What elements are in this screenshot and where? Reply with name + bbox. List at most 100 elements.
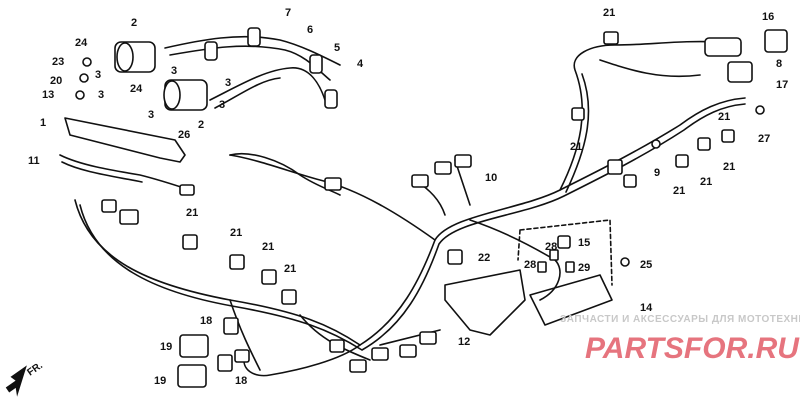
callout-9: 9 (654, 167, 660, 179)
callout-6: 6 (307, 24, 313, 36)
callout-21d: 21 (700, 176, 712, 188)
screw-25 (620, 257, 630, 267)
callout-20: 20 (50, 75, 62, 87)
callout-1: 1 (40, 117, 46, 129)
connector-21-d (281, 289, 297, 305)
bracket-12 (444, 269, 526, 336)
callout-21g: 21 (230, 227, 242, 239)
callout-3d: 3 (98, 89, 104, 101)
callout-24b: 24 (130, 83, 143, 95)
connector-bottom-4 (419, 331, 437, 345)
callout-23: 23 (52, 56, 64, 68)
callout-21b: 21 (570, 141, 582, 153)
connector-bottom-5 (329, 339, 345, 353)
callout-28b: 28 (524, 259, 536, 271)
direction-marker-text: FR. (25, 360, 45, 378)
callout-12: 12 (458, 336, 470, 348)
callout-21f: 21 (186, 207, 198, 219)
connector-bottom-1 (349, 359, 367, 373)
callout-8: 8 (776, 58, 782, 70)
connector-main-4 (434, 161, 452, 175)
ignition-coil-upper-cap (116, 42, 134, 72)
connector-left-3 (179, 184, 195, 196)
connector-main-6 (623, 174, 637, 188)
connector-21-f (571, 107, 585, 121)
clip-9 (651, 139, 661, 149)
callout-18a: 18 (200, 315, 212, 327)
callout-21c: 21 (673, 185, 685, 197)
watermark-brand: PARTSFOR.RU (585, 332, 800, 365)
callout-3f: 3 (225, 77, 231, 89)
connector-21-b (229, 254, 245, 270)
plug-cap-3 (247, 27, 261, 47)
connector-main-1 (324, 177, 342, 191)
connector-21-h (697, 137, 711, 151)
callout-21i: 21 (284, 263, 296, 275)
plug-cap-1 (324, 89, 338, 109)
callout-5: 5 (334, 42, 340, 54)
callout-3e: 3 (148, 109, 154, 121)
sub-harness-11b (61, 161, 143, 183)
plug-wire-3 (209, 67, 326, 101)
relay-8 (727, 61, 753, 83)
connector-bottom-3 (399, 344, 417, 358)
callout-3a: 3 (171, 65, 177, 77)
connector-left-1 (119, 209, 139, 225)
arrow-forward-icon (5, 365, 27, 397)
relay-19a (179, 334, 209, 358)
main-harness-2 (79, 103, 746, 351)
callout-18b: 18 (235, 375, 247, 387)
direction-marker: FR. (5, 360, 45, 397)
bolt-13 (75, 90, 85, 100)
watermark-tagline: ЗАПЧАСТИ И АКСЕССУАРЫ ДЛЯ МОТОТЕХНИКИ (560, 314, 800, 325)
callout-19a: 19 (160, 341, 172, 353)
connector-21-i (721, 129, 735, 143)
callout-7: 7 (285, 7, 291, 19)
callout-19b: 19 (154, 375, 166, 387)
callout-2a: 2 (131, 17, 137, 29)
connector-main-5 (607, 159, 623, 175)
callout-29: 29 (578, 262, 590, 274)
relay-top-right (704, 37, 742, 57)
callout-21j: 21 (718, 111, 730, 123)
callout-3b: 3 (95, 69, 101, 81)
callout-3c: 3 (219, 99, 225, 111)
plug-cap-2 (309, 54, 323, 74)
connector-21-e (603, 31, 619, 45)
harness-branch-upper-right-2 (565, 59, 701, 193)
callout-13: 13 (42, 89, 54, 101)
callout-10: 10 (485, 172, 497, 184)
harness-branch-lower (243, 344, 361, 377)
callout-16: 16 (762, 11, 774, 23)
fuse-29 (565, 261, 575, 273)
connector-left-2 (101, 199, 117, 213)
callout-17: 17 (776, 79, 788, 91)
connector-21-g (675, 154, 689, 168)
connector-main-3 (454, 154, 472, 168)
relay-18a (223, 317, 239, 335)
bolt-23 (82, 57, 92, 67)
connector-bottom-6 (234, 349, 250, 363)
connector-21-a (182, 234, 198, 250)
callout-2b: 2 (198, 119, 204, 131)
fuse-box-14 (529, 274, 613, 326)
harness-branch-left (229, 154, 436, 241)
callout-22: 22 (478, 252, 490, 264)
callout-28a: 28 (545, 241, 557, 253)
plug-cap-4 (204, 41, 218, 61)
connector-22 (447, 249, 463, 265)
bolt-27 (755, 105, 765, 115)
connector-15 (557, 235, 571, 249)
connector-main-2 (411, 174, 429, 188)
callout-15: 15 (578, 237, 590, 249)
relay-18b (217, 354, 233, 372)
plug-wire-4 (214, 77, 281, 109)
callout-11: 11 (28, 155, 40, 167)
relay-16 (764, 29, 788, 53)
callout-21e: 21 (723, 161, 735, 173)
fuse-28a (537, 261, 547, 273)
fuse-28b (549, 249, 559, 261)
callout-21h: 21 (262, 241, 274, 253)
